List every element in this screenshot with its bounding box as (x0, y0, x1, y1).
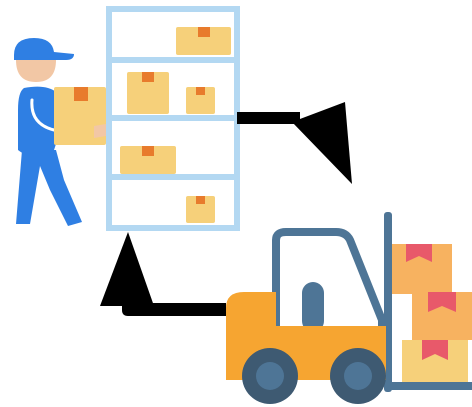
cycle-arrow-icon (100, 102, 352, 316)
warehouse-worker-icon (14, 38, 106, 226)
forklift-icon (226, 212, 472, 404)
storage-shelf-icon (106, 6, 240, 231)
